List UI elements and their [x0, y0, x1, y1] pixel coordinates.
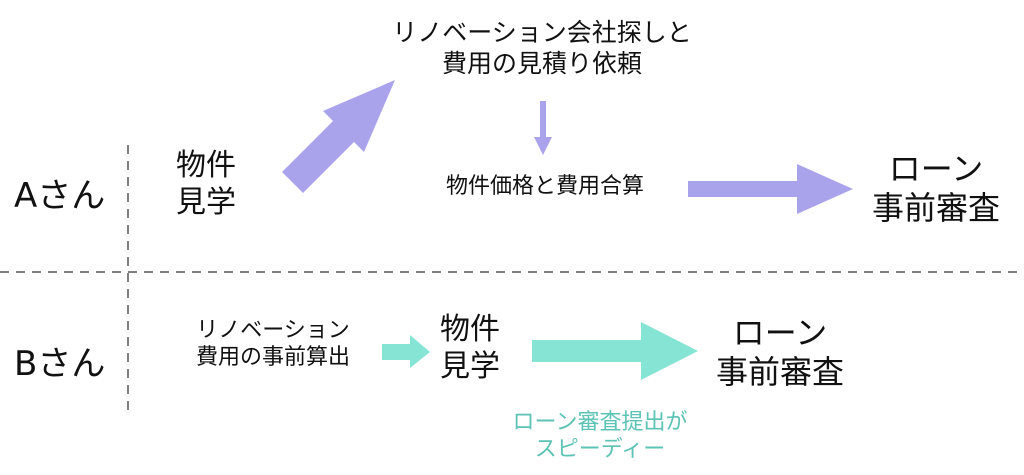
arrow-a-diagonal: [282, 80, 395, 193]
row-b-inspect-line-2: 見学: [440, 348, 500, 384]
row-b-estimate-line-1: リノベーション: [196, 318, 350, 343]
row-a-quote-line-1: リノベーション会社探しと: [392, 18, 692, 47]
row-b-inspect-step: 物件 見学: [440, 312, 500, 385]
row-a-label: Aさん: [14, 176, 106, 216]
arrow-a-down: [534, 101, 552, 155]
row-a-inspect-line-2: 見学: [176, 184, 236, 220]
row-a-loan-step: ローン 事前審査: [856, 150, 1016, 228]
arrow-b-big: [532, 322, 698, 380]
arrow-b-small: [382, 335, 430, 368]
row-a-quote-step: リノベーション会社探しと 費用の見積り依頼: [362, 18, 722, 79]
row-b-loan-step: ローン 事前審査: [700, 314, 860, 392]
row-a-loan-line-1: ローン: [888, 150, 984, 188]
row-b-inspect-line-1: 物件: [440, 312, 500, 347]
row-a-inspect-step: 物件 見学: [176, 148, 236, 221]
row-a-total-step: 物件価格と費用合算: [445, 174, 644, 199]
row-a-inspect-line-1: 物件: [176, 148, 236, 183]
row-b-loan-line-2: 事前審査: [715, 353, 844, 392]
row-b-loan-line-1: ローン: [732, 314, 828, 352]
row-a-loan-line-2: 事前審査: [871, 189, 1000, 228]
row-b-label: Bさん: [14, 344, 106, 384]
arrow-a-right: [688, 164, 853, 214]
row-b-estimate-step: リノベーション 費用の事前算出: [168, 318, 378, 372]
row-b-note-line-2: スピーディー: [534, 436, 666, 462]
row-b-note-line-1: ローン審査提出が: [512, 410, 688, 435]
row-a-quote-line-2: 費用の見積り依頼: [441, 48, 642, 78]
row-b-speed-note: ローン審査提出が スピーディー: [490, 410, 710, 464]
row-b-estimate-line-2: 費用の事前算出: [195, 344, 350, 370]
